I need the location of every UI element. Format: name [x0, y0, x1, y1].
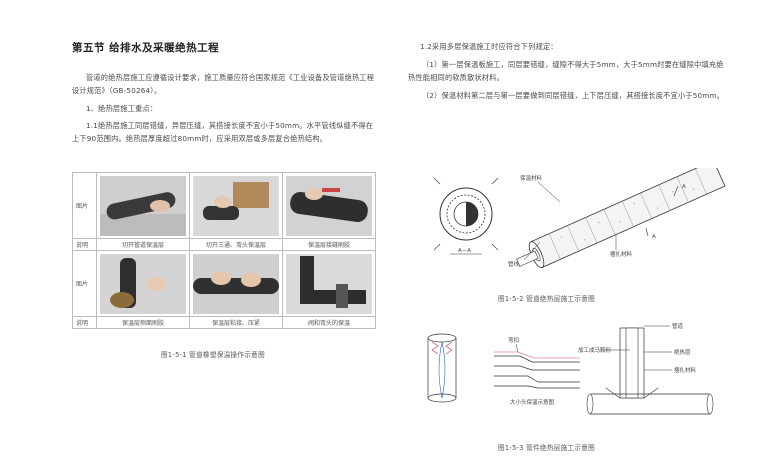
paragraph-heading: 1、绝热层施工重点： [86, 104, 158, 113]
photo-caption: 保温层侧面刷胶 [96, 316, 190, 329]
photo-caption: 保温层粘接、压紧 [189, 316, 283, 329]
photo-caption: 保温层接缝刷胶 [282, 238, 376, 251]
section-mark-a: A [682, 184, 686, 190]
photo-bonding-pressing [193, 253, 279, 314]
photo-caption: 阀和弯头的保温 [282, 316, 376, 329]
row-label: 图片 [72, 250, 97, 317]
fold-label: 弯扣 [508, 336, 519, 344]
paragraph: （2）保温材料第二层与第一层要做到同层错缝，上下层压缝，其搭接长度不宜小于50m… [422, 91, 725, 100]
binding-material-label: 捆扎材料 [610, 250, 633, 258]
paragraph: 管道的绝热层施工应遵循设计要求，施工质量应符合国家规范《工业设备及管道绝热工程设… [72, 73, 375, 95]
reducer-section-label: 大小头保温示意图 [510, 398, 555, 406]
pipe-label: 管道 [672, 322, 684, 330]
fitting-insulation-diagram: 弯扣 大小头保温示意图 管道 加工成马鞍形 绝热层 捆扎材料 [427, 322, 714, 415]
photo-gluing-seam [286, 175, 372, 236]
photo-table: 图片 [72, 172, 376, 329]
paragraph: 1.1绝热层施工同层错缝，异层压缝，其搭接长度不宜小于50mm。水平管线纵缝不得… [72, 121, 374, 143]
right-column: 1.2采用多层保温施工时应符合下列规定： （1）第一层保温板施工，同层要错缝，缝… [408, 40, 728, 107]
binding-material-label: 捆扎材料 [674, 366, 697, 374]
row-label: 说明 [72, 316, 97, 329]
figure-caption: 图1-5-2 管道绝热层施工示意图 [498, 295, 596, 303]
pipe-label: 管线 [508, 260, 520, 268]
section-label: A—A [458, 248, 471, 254]
row-label: 图片 [72, 172, 97, 239]
photo-side-gluing [100, 253, 186, 314]
section-mark-a: A [652, 234, 656, 240]
paragraph: （1）第一层保温板施工，同层要错缝，缝隙不得大于5mm，大于5mm时要在缝隙中填… [408, 60, 724, 82]
photo-cutting-insulation [100, 175, 186, 236]
saddle-label: 加工成马鞍形 [578, 346, 612, 354]
figure-caption: 图1-5-1 管道橡塑保温操作示意图 [161, 351, 265, 359]
pipe-insulation-diagram: A—A 保温材料 A A 捆扎材料 管线 [433, 168, 726, 268]
figure-caption: 图1-5-3 管件绝热层施工示意图 [498, 444, 596, 452]
left-column: 第五节 给排水及采暖绝热工程 管道的绝热层施工应遵循设计要求，施工质量应符合国家… [72, 40, 377, 150]
photo-cutting-tee-elbow [193, 175, 279, 236]
section-title: 第五节 给排水及采暖绝热工程 [72, 42, 220, 54]
insulation-material-label: 保温材料 [520, 174, 543, 182]
photo-valve-elbow-insulation [286, 253, 372, 314]
row-label: 说明 [72, 238, 97, 251]
insulation-layer-label: 绝热层 [674, 348, 691, 356]
photo-caption: 切开三通、弯头保温层 [189, 238, 283, 251]
photo-caption: 切开管道保温层 [96, 238, 190, 251]
paragraph: 1.2采用多层保温施工时应符合下列规定： [420, 42, 558, 51]
